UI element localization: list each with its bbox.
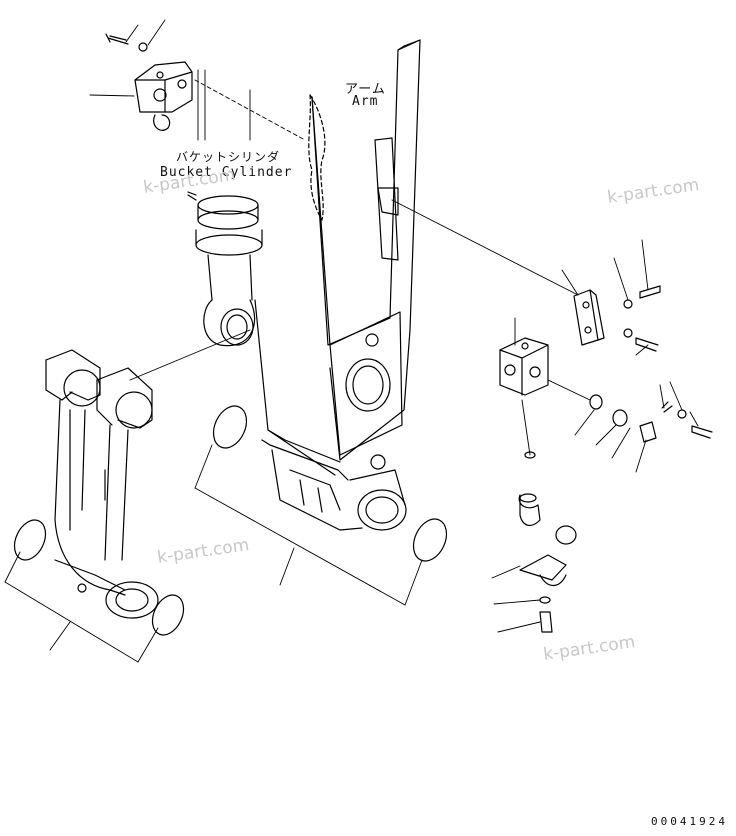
bucket-cylinder-label-jp: バケットシリンダ xyxy=(176,150,281,164)
o-ring xyxy=(13,519,47,561)
seal-rings xyxy=(13,405,448,636)
arm xyxy=(254,39,421,531)
bucket-cylinder-label-en: Bucket Cylinder xyxy=(160,165,293,180)
bolts-right xyxy=(623,285,713,439)
valve-block xyxy=(105,33,193,131)
link-assembly xyxy=(45,349,159,619)
o-ring xyxy=(151,594,185,636)
mounting-bracket xyxy=(573,289,605,346)
drawing-code: 00041924 xyxy=(651,815,728,828)
arm-label-en: Arm xyxy=(352,94,379,109)
bucket-cylinder xyxy=(187,191,263,347)
arm-label-jp: アーム xyxy=(345,82,386,97)
leader-lines xyxy=(4,19,699,663)
o-ring xyxy=(412,518,448,562)
dashed-outline xyxy=(308,94,326,221)
small-fittings xyxy=(518,394,657,633)
o-ring xyxy=(212,405,248,449)
bracket-plate xyxy=(374,137,399,261)
manifold-block xyxy=(499,337,549,396)
